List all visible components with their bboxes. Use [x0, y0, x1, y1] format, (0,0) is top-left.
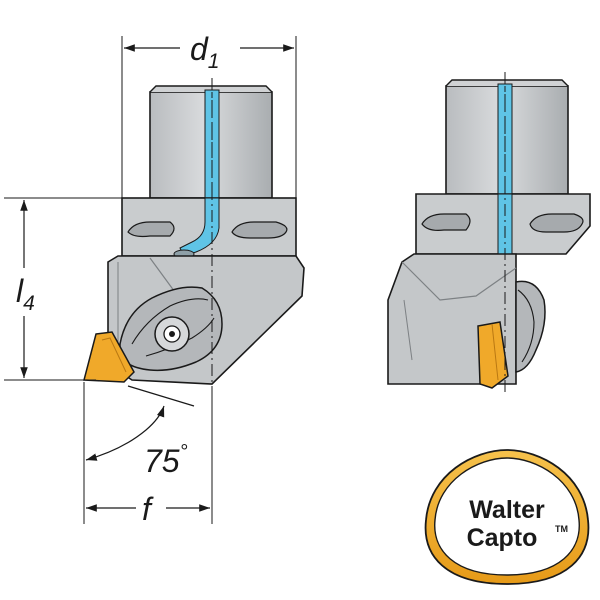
dimension-f-label: f [142, 491, 154, 527]
dimension-angle-label: 75° [144, 441, 188, 479]
left-slot-left [127, 221, 175, 238]
dimension-l4-label: l4 [16, 273, 35, 315]
right-insert [477, 321, 509, 389]
right-slot-left [421, 213, 471, 231]
left-insert [83, 331, 135, 383]
logo-line1: Walter [469, 496, 545, 524]
right-view-holder [387, 72, 591, 392]
left-view-holder [83, 78, 305, 392]
logo-trademark: TM [555, 524, 568, 534]
right-clamp [515, 280, 546, 373]
logo-line2: Capto [467, 524, 538, 552]
dimension-angle: 75° [83, 382, 195, 524]
dimension-d1-label: d1 [190, 31, 219, 73]
dimension-d1: d1 [121, 31, 297, 198]
left-slot-right [231, 221, 288, 239]
right-slot-right [529, 213, 584, 233]
walter-capto-logo: Walter Capto TM [424, 449, 590, 585]
logo-inner [434, 457, 580, 576]
dimension-l4: l4 [4, 197, 122, 381]
